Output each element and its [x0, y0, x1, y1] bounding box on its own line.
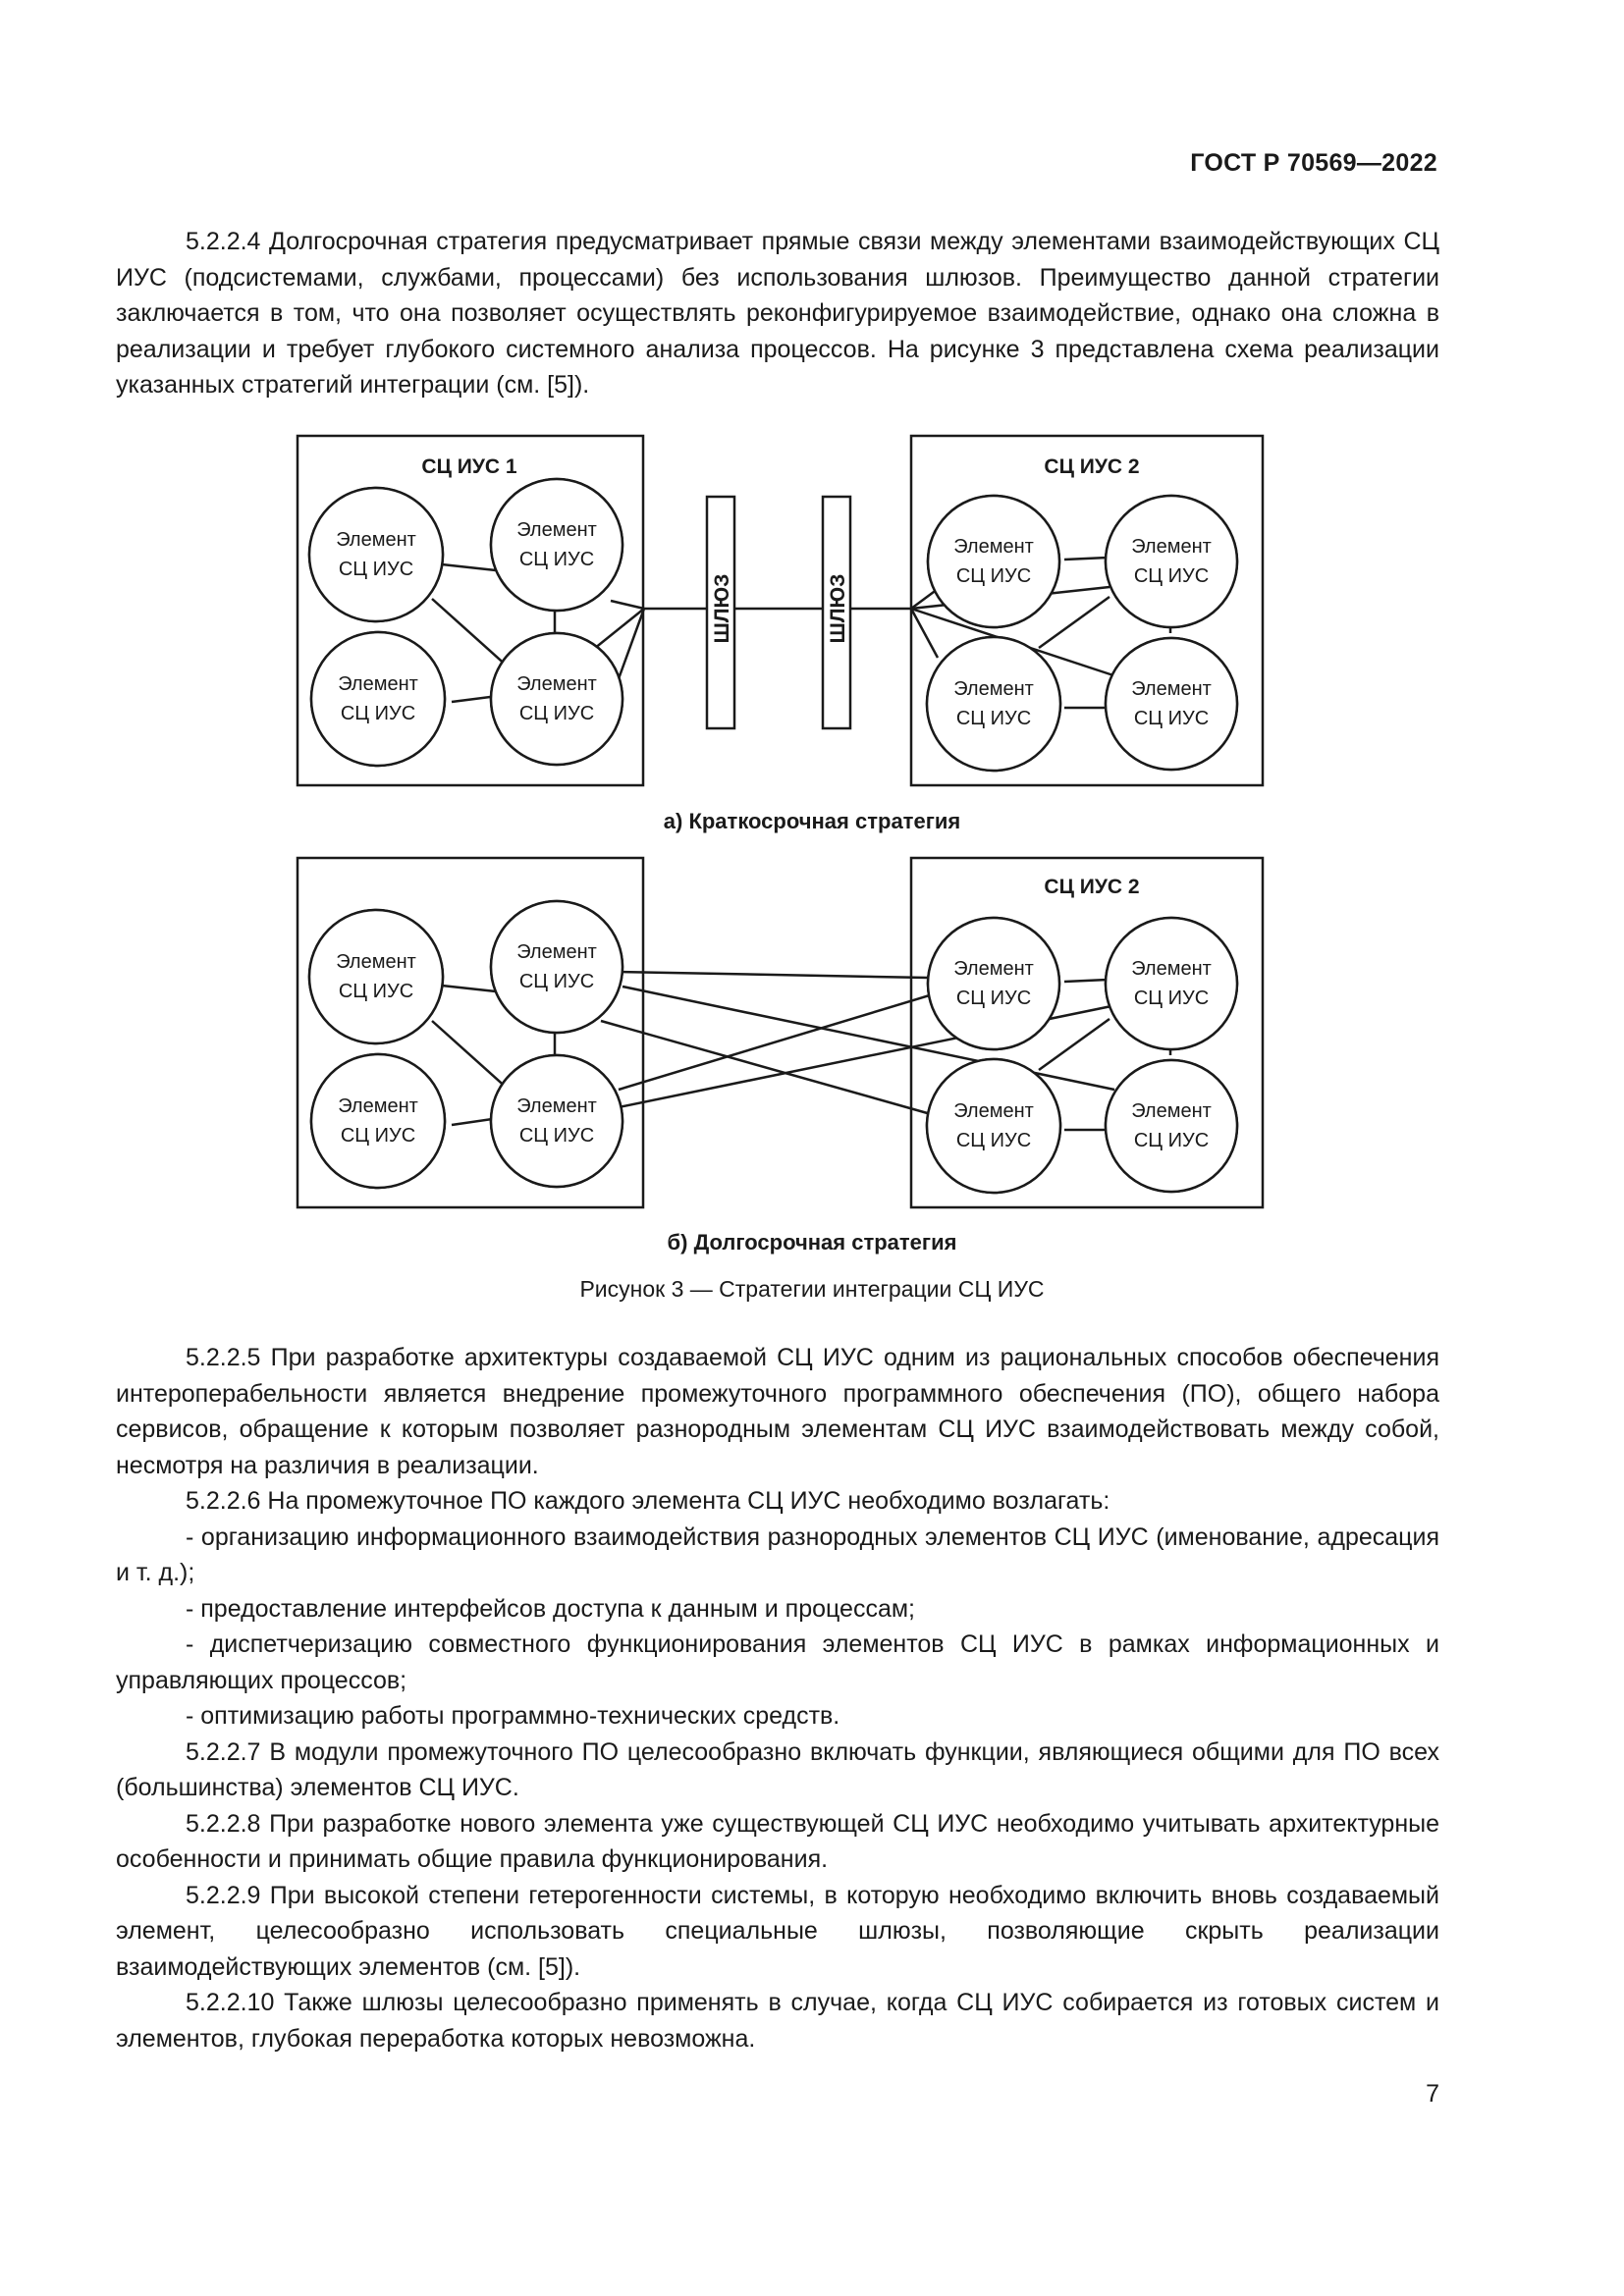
- paragraph-5-2-2-6: 5.2.2.6 На промежуточное ПО каждого элем…: [186, 1487, 1110, 1515]
- gateway2-box: [821, 495, 852, 730]
- element-label: СЦ ИУС: [956, 1130, 1031, 1151]
- paragraph-5-2-2-8: 5.2.2.8 При разработке нового элемента у…: [116, 1809, 1439, 1874]
- gateway2-label: ШЛЮЗ: [827, 574, 849, 644]
- element-b1-2: [489, 899, 624, 1035]
- element-label: Элемент: [953, 678, 1034, 700]
- element-b2-2: [1104, 916, 1239, 1051]
- element-b1-1: [307, 908, 445, 1045]
- page-number: 7: [1426, 2080, 1439, 2108]
- element-label: Элемент: [516, 1095, 597, 1117]
- element-label: СЦ ИУС: [341, 1125, 415, 1147]
- gateway1-box: [705, 495, 736, 730]
- element-label: СЦ ИУС: [519, 1125, 594, 1147]
- element-a1-3: [309, 630, 447, 768]
- element-label: Элемент: [516, 941, 597, 963]
- element-label: Элемент: [1131, 958, 1212, 980]
- element-label: СЦ ИУС: [1134, 708, 1209, 729]
- element-label: СЦ ИУС: [519, 549, 594, 570]
- element-a2-1: [926, 494, 1061, 629]
- element-label: Элемент: [336, 529, 416, 551]
- element-label: СЦ ИУС: [339, 559, 413, 580]
- element-a2-3: [925, 635, 1062, 773]
- element-label: Элемент: [338, 673, 418, 695]
- element-b2-4: [1104, 1058, 1239, 1194]
- paragraph-5-2-2-9: 5.2.2.9 При высокой степени гетерогеннос…: [116, 1881, 1439, 1981]
- paragraph-5-2-2-10: 5.2.2.10 Также шлюзы целесообразно приме…: [116, 1989, 1439, 2053]
- gateway1-label: ШЛЮЗ: [711, 574, 733, 644]
- element-a2-2: [1104, 494, 1239, 629]
- body-text-block: 5.2.2.5 При разработке архитектуры созда…: [116, 1340, 1439, 2112]
- element-a1-2: [489, 477, 624, 613]
- list-item: - организацию информационного взаимодейс…: [116, 1522, 1439, 1587]
- element-label: Элемент: [1131, 1100, 1212, 1122]
- element-label: СЦ ИУС: [956, 565, 1031, 587]
- caption-b: б) Долгосрочная стратегия: [667, 1230, 957, 1255]
- element-label: СЦ ИУС: [1134, 988, 1209, 1009]
- element-label: СЦ ИУС: [1134, 1130, 1209, 1151]
- element-label: Элемент: [336, 951, 416, 973]
- system1-label-a: СЦ ИУС 1: [421, 455, 516, 478]
- element-label: Элемент: [516, 673, 597, 695]
- figure-title: Рисунок 3 — Стратегии интеграции СЦ ИУС: [579, 1276, 1045, 1302]
- element-label: Элемент: [953, 1100, 1034, 1122]
- system2-box-b: [909, 856, 1265, 1209]
- list-item: - диспетчеризацию совместного функционир…: [116, 1630, 1439, 1694]
- element-a1-1: [307, 486, 445, 623]
- element-label: СЦ ИУС: [956, 708, 1031, 729]
- element-label: Элемент: [338, 1095, 418, 1117]
- intro-text-block: 5.2.2.4 Долгосрочная стратегия предусмат…: [116, 224, 1439, 403]
- element-b2-1: [926, 916, 1061, 1051]
- element-label: СЦ ИУС: [339, 981, 413, 1002]
- element-label: СЦ ИУС: [956, 988, 1031, 1009]
- caption-a: а) Краткосрочная стратегия: [663, 809, 961, 833]
- paragraph-5-2-2-7: 5.2.2.7 В модули промежуточного ПО целес…: [116, 1737, 1439, 1802]
- element-label: СЦ ИУС: [519, 703, 594, 724]
- element-label: СЦ ИУС: [519, 971, 594, 992]
- document-header: ГОСТ Р 70569—2022: [1190, 149, 1437, 177]
- paragraph-5-2-2-4: 5.2.2.4 Долгосрочная стратегия предусмат…: [116, 228, 1439, 399]
- system2-label-a: СЦ ИУС 2: [1044, 455, 1139, 478]
- element-label: Элемент: [1131, 536, 1212, 558]
- list-item: - предоставление интерфейсов доступа к д…: [186, 1594, 915, 1623]
- system2-label-b: СЦ ИУС 2: [1044, 876, 1139, 898]
- element-label: СЦ ИУС: [1134, 565, 1209, 587]
- element-label: СЦ ИУС: [341, 703, 415, 724]
- element-label: Элемент: [1131, 678, 1212, 700]
- element-label: Элемент: [953, 536, 1034, 558]
- element-b2-3: [925, 1057, 1062, 1195]
- paragraph-5-2-2-5: 5.2.2.5 При разработке архитектуры созда…: [116, 1344, 1439, 1479]
- element-a2-4: [1104, 636, 1239, 772]
- element-b1-4: [489, 1053, 624, 1189]
- list-item: - оптимизацию работы программно-техничес…: [186, 1702, 840, 1730]
- integration-strategies-figure: СЦ ИУС 1 СЦ ИУС 2 СЦ ИУС 2 ШЛЮЗ ШЛЮЗ Эле…: [296, 434, 1265, 1209]
- element-a1-4: [489, 631, 624, 767]
- element-label: Элемент: [953, 958, 1034, 980]
- element-label: Элемент: [516, 519, 597, 541]
- element-b1-3: [309, 1052, 447, 1190]
